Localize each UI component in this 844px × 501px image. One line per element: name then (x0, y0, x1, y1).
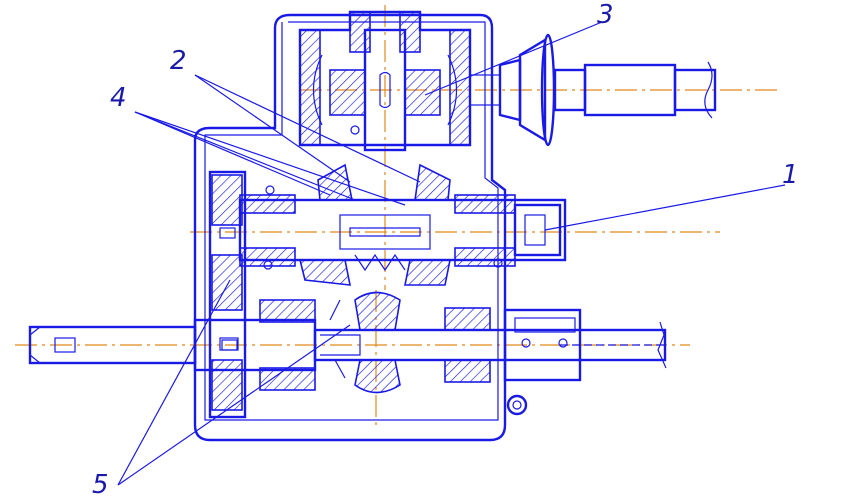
callout-label-1: 1 (782, 160, 799, 190)
middle-shaft (238, 163, 567, 286)
output-shaft (28, 291, 667, 416)
input-shaft-pulley (469, 33, 717, 147)
callout-label-2: 2 (170, 46, 187, 76)
callout-label-3: 3 (597, 0, 614, 30)
callout-label-5: 5 (92, 470, 109, 500)
left-gear-stack (208, 125, 503, 419)
callout-label-4: 4 (110, 83, 127, 113)
leader-lines (117, 21, 786, 486)
